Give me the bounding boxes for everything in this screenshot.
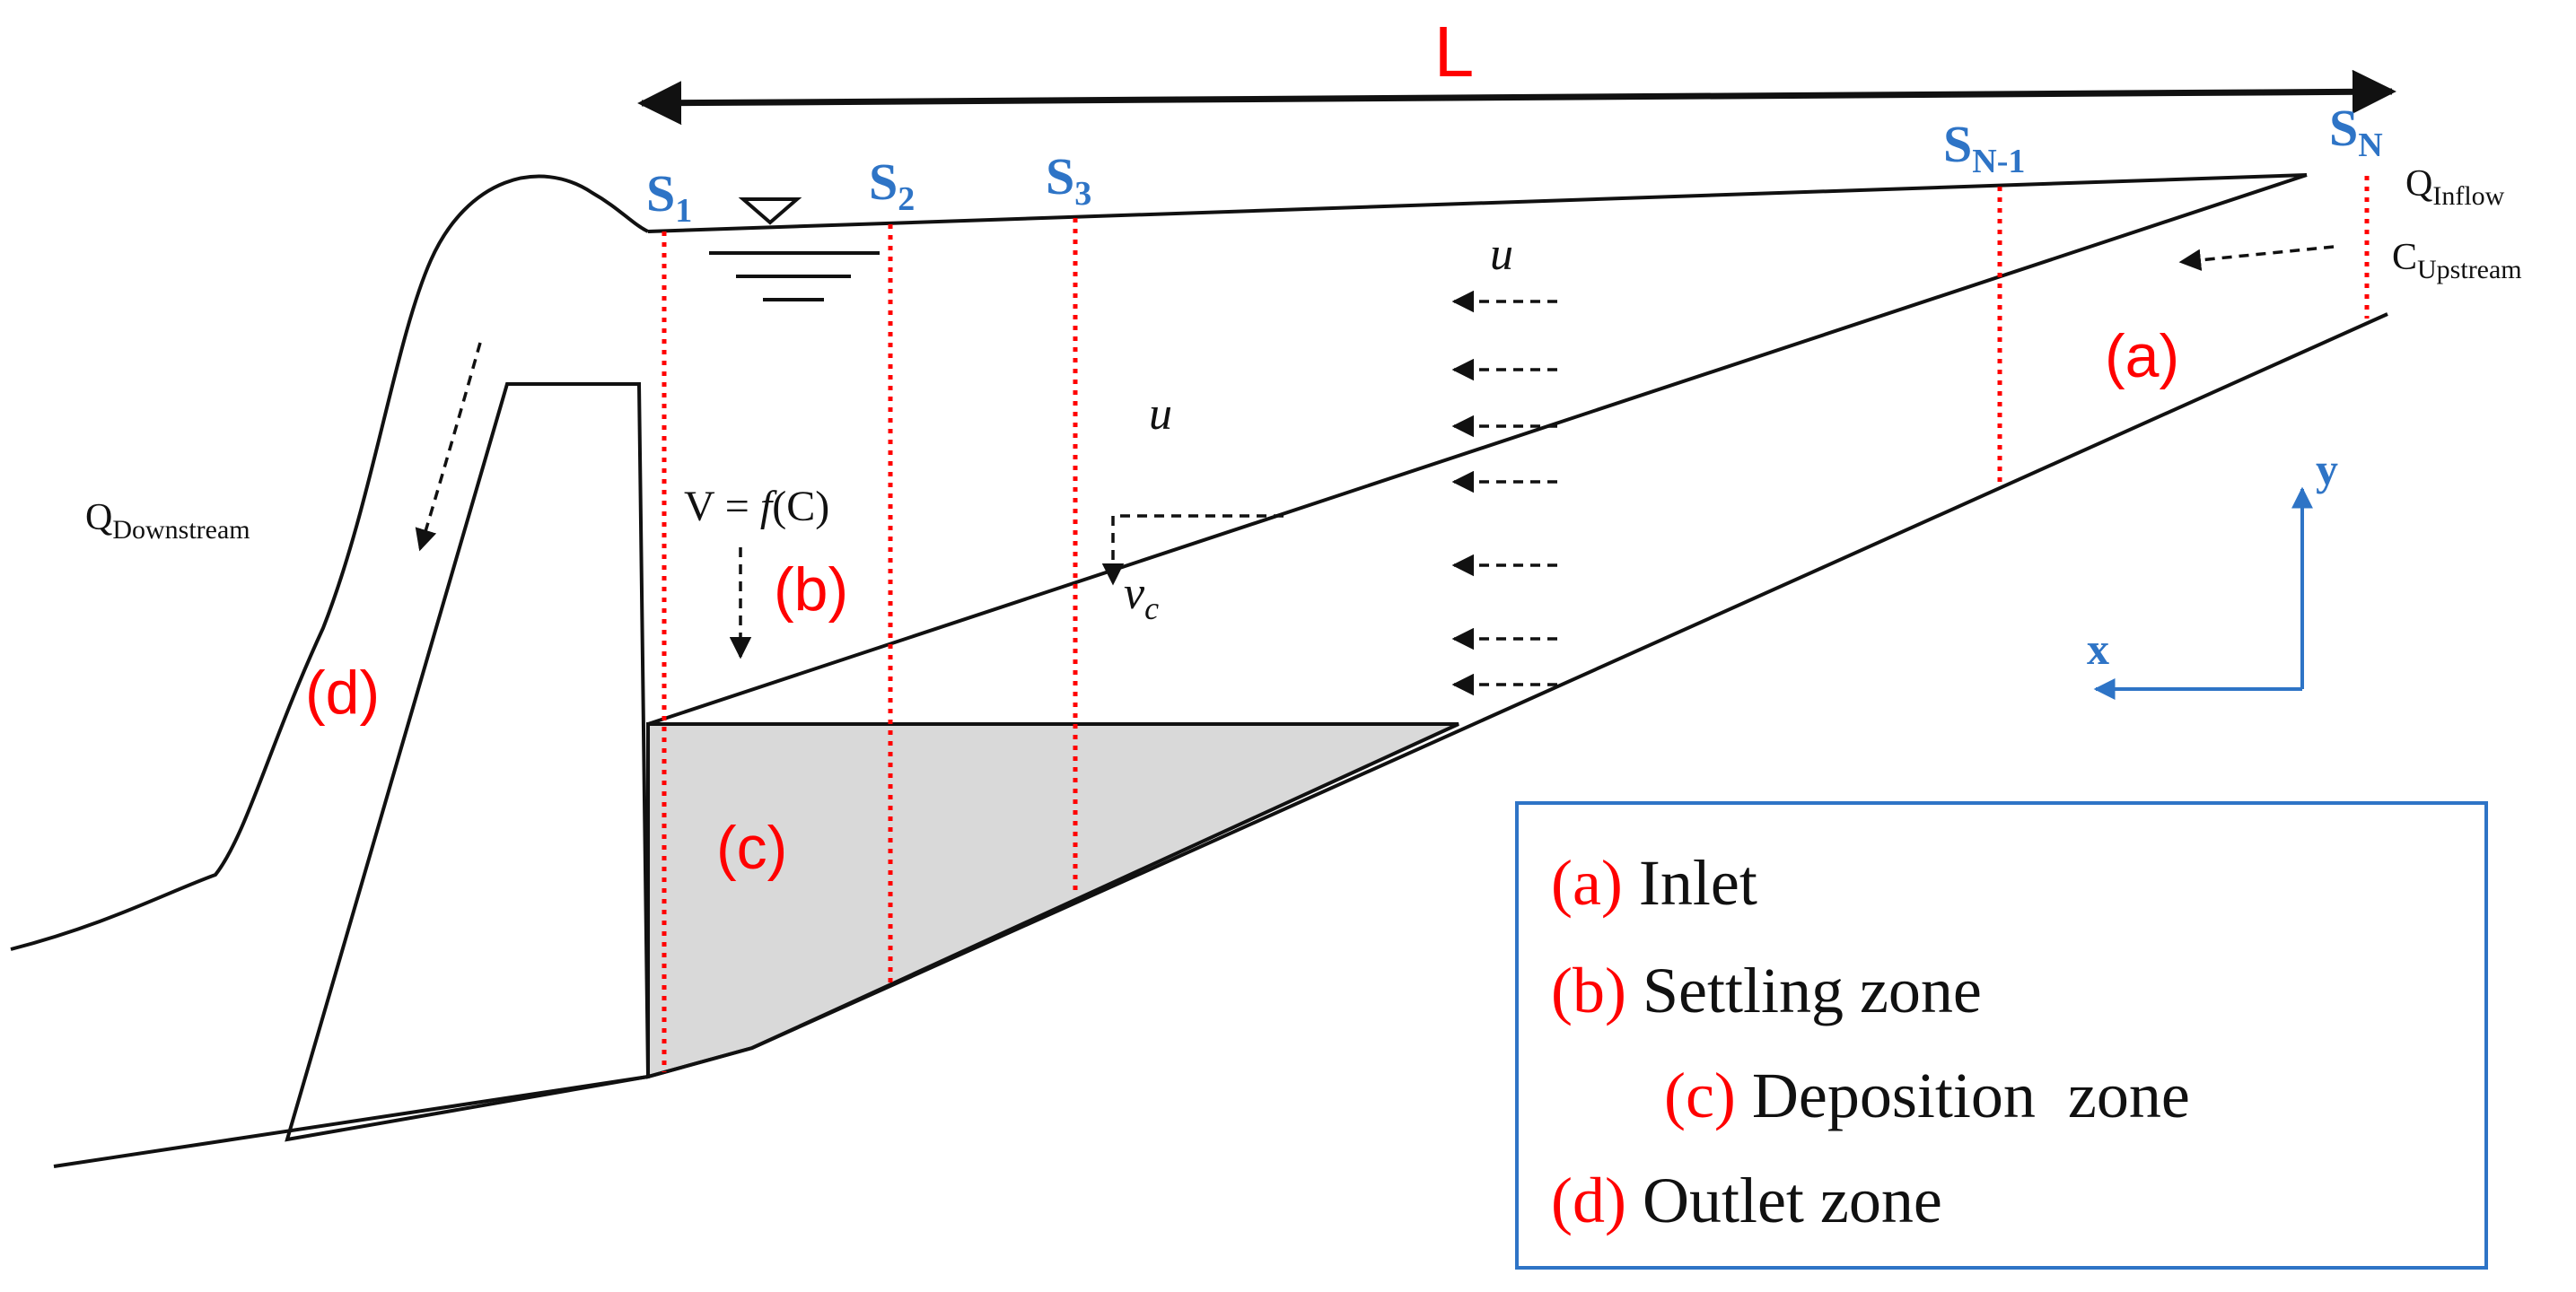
legend-item-settling: (b) Settling zone	[1551, 955, 1982, 1026]
settling-equation: V = f(C)	[684, 483, 829, 530]
zone-label-d: (d)	[305, 659, 380, 727]
legend-item-inlet: (a) Inlet	[1551, 847, 1757, 919]
section-label-s3: S3	[1046, 147, 1091, 213]
section-label-s1: S1	[646, 164, 692, 230]
legend: (a) Inlet (b) Settling zone (c) Depositi…	[1515, 801, 2488, 1270]
axis-label-x: x	[2087, 624, 2109, 674]
coordinate-axes	[2093, 486, 2313, 700]
section-label-sn: SN	[2329, 99, 2383, 164]
zone-label-a: (a)	[2105, 322, 2179, 390]
zone-label-b: (b)	[774, 555, 848, 624]
upstream-concentration-label: CUpstream	[2392, 237, 2522, 284]
inflow-arrow	[2178, 245, 2335, 271]
zone-label-c: (c)	[716, 814, 787, 882]
settling-boundary	[647, 173, 2308, 726]
velocity-u-mid: u	[1149, 388, 1172, 440]
ground-line	[53, 312, 2388, 1168]
deposition-zone	[646, 722, 1459, 1079]
outflow-arrow	[415, 342, 482, 552]
axis-label-y: y	[2316, 444, 2338, 494]
velocity-u-top: u	[1490, 229, 1513, 280]
water-surface	[647, 173, 2308, 233]
length-label: L	[1434, 12, 1475, 92]
dam-crest-outline	[10, 174, 649, 951]
section-label-sn1: SN-1	[1943, 115, 2025, 180]
velocity-arrows	[1451, 290, 1557, 696]
length-arrow	[637, 69, 2396, 126]
legend-item-deposition: (c) Deposition zone	[1551, 1060, 2271, 1131]
legend-item-outlet: (d) Outlet zone	[1551, 1165, 1942, 1236]
downstream-label: QDownstream	[85, 497, 250, 545]
water-level-icon	[709, 197, 880, 301]
particle-velocity-vector	[1101, 514, 1284, 586]
dam-body	[285, 382, 651, 1142]
inflow-label: QInflow	[2405, 163, 2505, 211]
section-label-s2: S2	[869, 153, 915, 218]
settling-velocity-label: vc	[1124, 568, 1159, 626]
